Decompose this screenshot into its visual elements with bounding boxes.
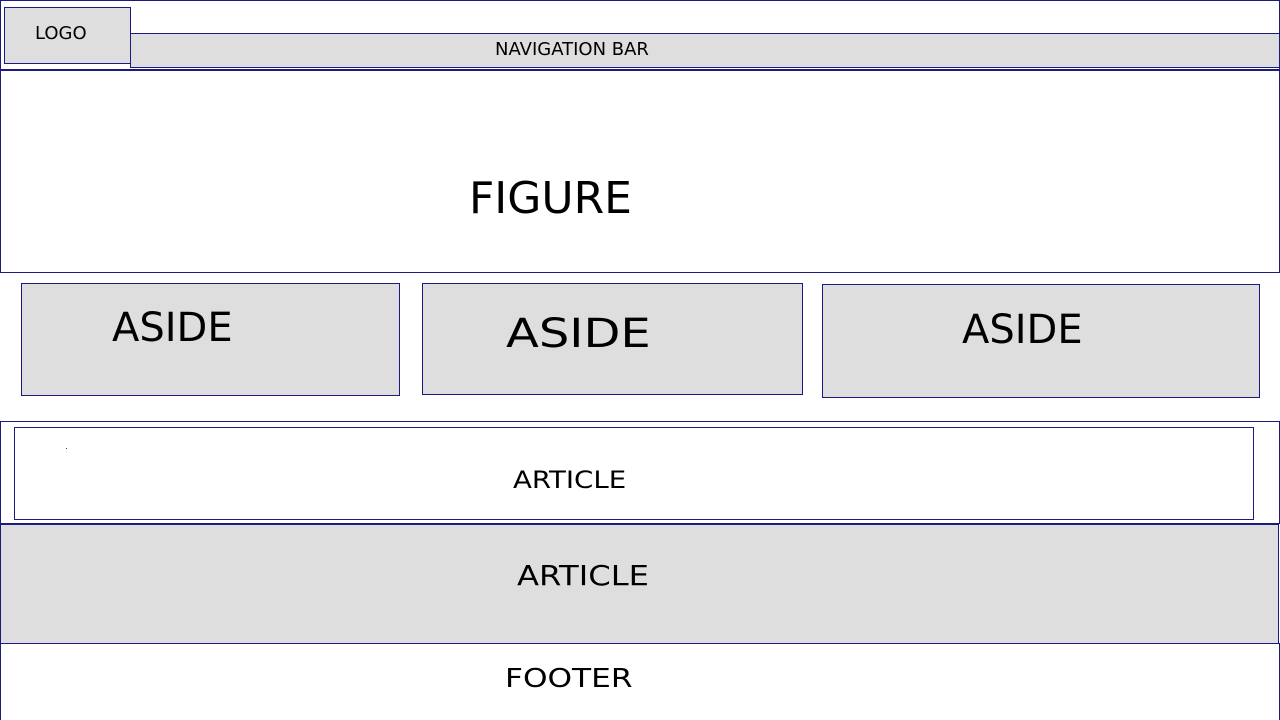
aside-box-3: ASIDE — [822, 284, 1260, 398]
footer-region: FOOTER — [0, 643, 1280, 720]
logo-box[interactable]: LOGO — [4, 7, 131, 64]
article-box-2: ARTICLE — [0, 524, 1279, 644]
footer-label: FOOTER — [505, 664, 633, 694]
navigation-bar[interactable]: NAVIGATION BAR — [130, 33, 1280, 68]
aside-box-2: ASIDE — [422, 283, 803, 395]
article-box-1: ARTICLE — [14, 427, 1254, 520]
aside-label-1: ASIDE — [112, 305, 233, 351]
figure-label: FIGURE — [469, 173, 632, 224]
article-label-1: ARTICLE — [513, 466, 627, 494]
article-label-2: ARTICLE — [517, 559, 649, 592]
logo-label: LOGO — [35, 23, 87, 44]
aside-box-1: ASIDE — [21, 283, 400, 396]
stray-dot — [66, 448, 67, 449]
navigation-bar-label: NAVIGATION BAR — [495, 39, 649, 60]
aside-label-3: ASIDE — [962, 307, 1083, 353]
figure-region: FIGURE — [0, 70, 1280, 273]
aside-label-2: ASIDE — [506, 311, 651, 357]
